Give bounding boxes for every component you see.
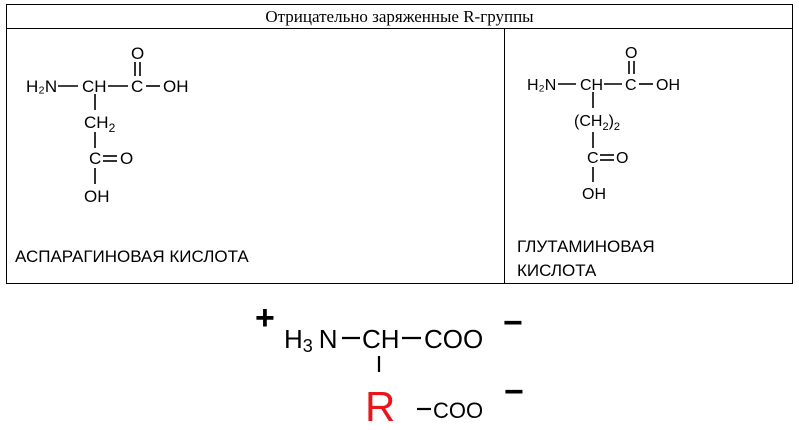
aspartic-acid-label: АСПАРАГИНОВАЯ КИСЛОТА (15, 247, 249, 266)
asp-side-oxygen: O (120, 149, 133, 168)
glutamic-acid-structure: H₂N CH C O OH (CH2)2 C O OH (527, 45, 680, 203)
general-alpha-carbon: CH (362, 324, 400, 354)
negative-charge-side: − (504, 373, 524, 411)
glu-side-carbon: C (587, 150, 599, 167)
asp-side-carbon: C (89, 149, 101, 168)
glu-alpha-carbon: CH (580, 77, 603, 94)
amino-acid-table: Отрицательно заряженные R-группы АСПАРАГ… (6, 4, 793, 284)
asp-side-hydroxyl: OH (84, 187, 110, 206)
negative-charge-main: − (503, 304, 523, 342)
asp-amine: H₂N (26, 77, 57, 96)
asp-carboxyl-carbon: C (131, 77, 143, 96)
glu-amine: H₂N (527, 77, 556, 94)
glu-hydroxyl: OH (656, 77, 680, 94)
r-group: R (365, 383, 395, 430)
glutamic-label-line1: ГЛУТАМИНОВАЯ (517, 237, 655, 256)
asp-alpha-carbon: CH (82, 77, 107, 96)
asp-hydroxyl: OH (163, 77, 189, 96)
glutamic-acid-label: ГЛУТАМИНОВАЯ КИСЛОТА (517, 235, 717, 283)
table-header: Отрицательно заряженные R-группы (7, 5, 792, 29)
glu-side-chain: (CH2)2 (574, 113, 620, 133)
glu-carbonyl-oxygen: O (625, 45, 637, 62)
glutamic-label-line2: КИСЛОТА (517, 261, 597, 280)
asp-carbonyl-oxygen: O (131, 44, 144, 63)
side-carboxylate: COO (433, 398, 483, 423)
positive-charge: + (255, 299, 275, 337)
column-divider (504, 29, 505, 284)
aspartic-acid-structure: H₂N CH C O OH CH2 C O OH (26, 44, 189, 206)
asp-side-ch2: CH2 (84, 113, 116, 135)
glu-carboxyl-carbon: C (625, 77, 637, 94)
glu-side-oxygen: O (616, 150, 628, 167)
glu-side-hydroxyl: OH (582, 186, 606, 203)
general-carboxylate: COO (424, 324, 483, 354)
